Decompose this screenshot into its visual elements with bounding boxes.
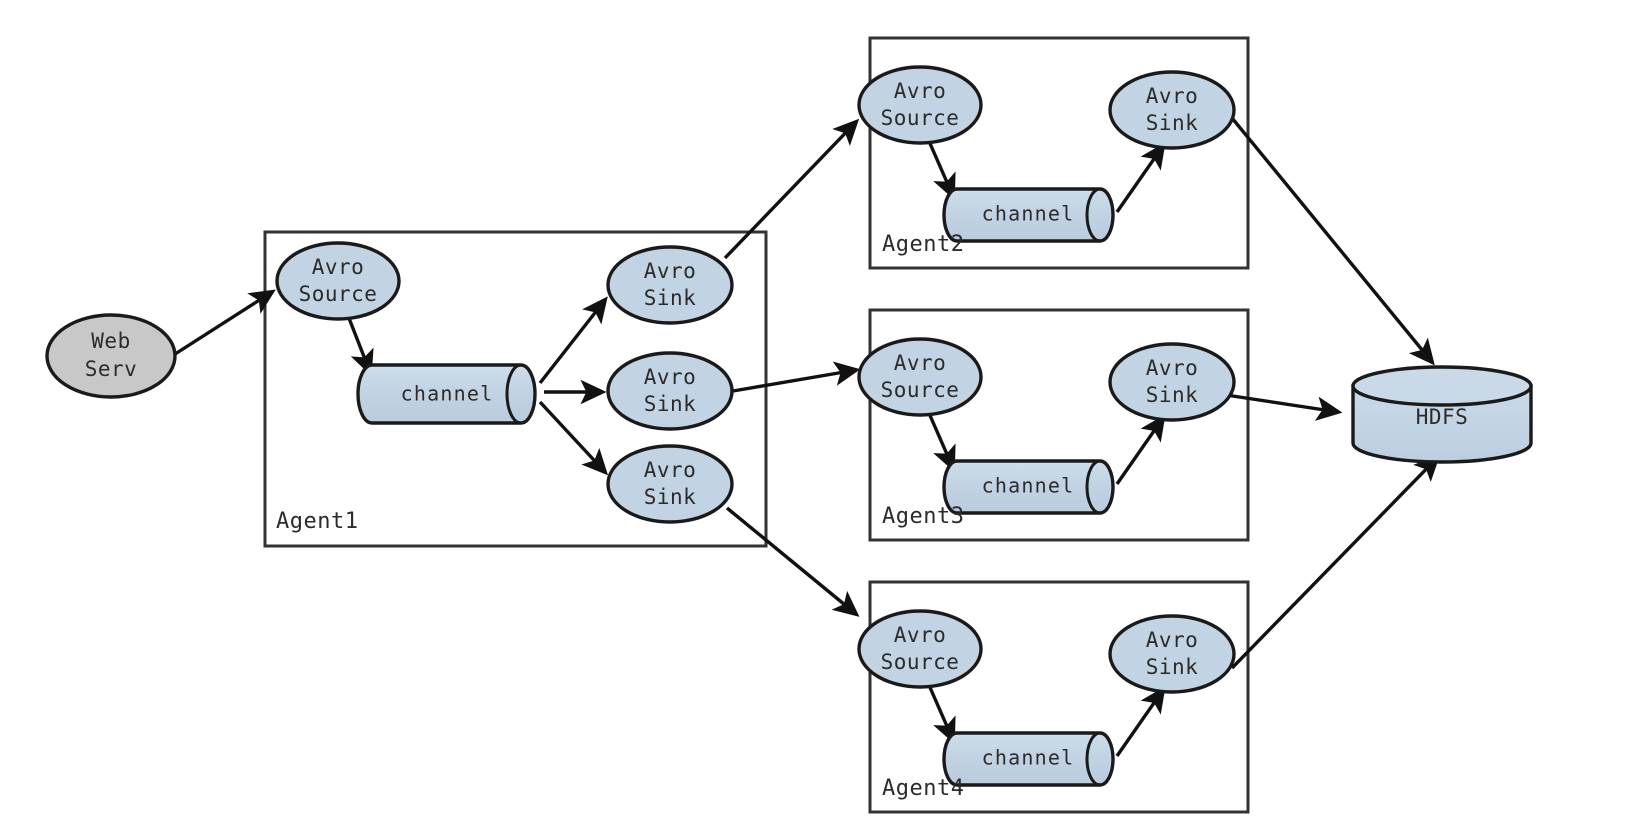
agent1-sink-2-label-line1: Avro <box>644 365 697 389</box>
agent2-source-shape <box>857 65 983 145</box>
agent1-sink-1[interactable]: Avro Sink <box>606 245 734 325</box>
web-server-shape <box>45 313 177 399</box>
agent4-source[interactable]: Avro Source <box>857 609 983 689</box>
node-hdfs[interactable]: HDFS <box>1351 365 1533 464</box>
agent3-sink[interactable]: Avro Sink <box>1108 342 1236 422</box>
edge-agent1-sink3-to-agent4-source <box>725 506 860 617</box>
agent1-sink-3-shape <box>606 444 734 524</box>
agent4-group: Avro Source channel Avro Sink Agent4 <box>857 609 1236 801</box>
agent2-source-label-line1: Avro <box>894 79 947 103</box>
agent1-sink-3[interactable]: Avro Sink <box>606 444 734 524</box>
edges <box>171 116 1441 757</box>
agent1-channel-label: channel <box>401 382 494 406</box>
agent1-sink-3-label-line2: Sink <box>644 485 697 509</box>
agent2-channel-cap <box>1085 187 1101 243</box>
edge-agent3-channel-to-sink <box>1115 414 1166 485</box>
hdfs-body <box>1351 384 1533 464</box>
agent1-sink-1-label-line2: Sink <box>644 286 697 310</box>
agent1-source-label-line2: Source <box>299 282 378 306</box>
agent1-sink-2-label-line2: Sink <box>644 392 697 416</box>
agent-boxes <box>263 36 1250 814</box>
web-server-label-line2: Serv <box>85 357 138 381</box>
agent3-sink-shape <box>1108 342 1236 422</box>
agent3-group: Avro Source channel Avro Sink Agent3 <box>857 337 1236 529</box>
node-web-server[interactable]: Web Serv <box>45 313 177 399</box>
edge-agent1-sink2-to-agent3-source <box>732 361 861 393</box>
agent2-source-label-line2: Source <box>881 106 960 130</box>
agent2-sink-label-line1: Avro <box>1146 84 1199 108</box>
agent1-label: Agent1 <box>276 509 358 534</box>
edge-agent2-sink-to-hdfs <box>1230 116 1435 366</box>
edge-agent4-sink-to-hdfs <box>1230 454 1441 670</box>
edge-agent1-channel-to-sink1 <box>538 296 608 385</box>
edge-agent1-channel-to-sink3 <box>538 400 609 476</box>
agent2-label: Agent2 <box>882 232 964 257</box>
agent3-source-label-line1: Avro <box>894 351 947 375</box>
agent4-sink-shape <box>1108 614 1236 694</box>
agent1-sink-1-label-line1: Avro <box>644 259 697 283</box>
agent3-source-shape <box>857 337 983 417</box>
agent4-channel[interactable]: channel <box>942 731 1115 787</box>
agent1-sink-2[interactable]: Avro Sink <box>606 351 734 431</box>
agent4-source-label-line1: Avro <box>894 623 947 647</box>
edge-agent1-sink1-to-agent2-source <box>723 118 860 260</box>
agent3-label: Agent3 <box>882 504 964 529</box>
agent2-channel[interactable]: channel <box>942 187 1115 243</box>
agent3-channel-label: channel <box>982 474 1075 498</box>
agent1-sink-1-shape <box>606 245 734 325</box>
web-server-label-line1: Web <box>91 329 130 353</box>
agent4-sink-label-line1: Avro <box>1146 628 1199 652</box>
edge-webserv-to-agent1-source <box>171 289 276 358</box>
agent4-sink[interactable]: Avro Sink <box>1108 614 1236 694</box>
agent1-group: Avro Source channel Avro Sink Avro Sink … <box>275 241 734 534</box>
agent2-source[interactable]: Avro Source <box>857 65 983 145</box>
edge-agent4-channel-to-sink <box>1115 686 1166 757</box>
agent1-channel-cap <box>505 363 522 425</box>
agent1-source-shape <box>275 241 401 321</box>
agent2-channel-label: channel <box>982 202 1075 226</box>
agent4-sink-label-line2: Sink <box>1146 655 1199 679</box>
agent1-sink-2-shape <box>606 351 734 431</box>
agent1-source-label-line1: Avro <box>312 255 365 279</box>
edge-agent3-sink-to-hdfs <box>1225 393 1343 421</box>
agent1-channel[interactable]: channel <box>356 363 537 425</box>
agent3-source[interactable]: Avro Source <box>857 337 983 417</box>
agent2-sink-label-line2: Sink <box>1146 111 1199 135</box>
hdfs-top-disc <box>1351 365 1533 407</box>
agent4-channel-cap <box>1085 731 1101 787</box>
agent3-sink-label-line1: Avro <box>1146 356 1199 380</box>
agent3-source-label-line2: Source <box>881 378 960 402</box>
agent4-label: Agent4 <box>882 776 964 801</box>
hdfs-label: HDFS <box>1416 405 1469 429</box>
agent4-source-shape <box>857 609 983 689</box>
edge-agent2-channel-to-sink <box>1115 142 1166 213</box>
agent2-sink[interactable]: Avro Sink <box>1108 70 1236 150</box>
agent3-channel[interactable]: channel <box>942 459 1115 515</box>
agent4-channel-label: channel <box>982 746 1075 770</box>
agent2-sink-shape <box>1108 70 1236 150</box>
agent3-channel-cap <box>1085 459 1101 515</box>
agent1-source[interactable]: Avro Source <box>275 241 401 321</box>
agent1-sink-3-label-line1: Avro <box>644 458 697 482</box>
agent3-sink-label-line2: Sink <box>1146 383 1199 407</box>
agent2-group: Avro Source channel Avro Sink Agent2 <box>857 65 1236 257</box>
agent4-source-label-line2: Source <box>881 650 960 674</box>
